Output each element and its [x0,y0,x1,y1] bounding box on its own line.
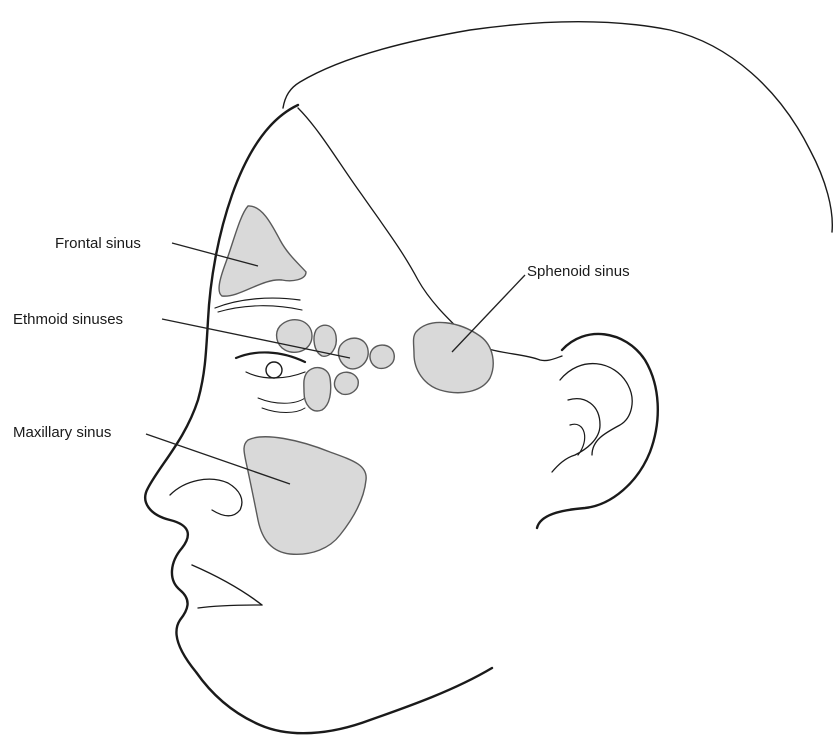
ethmoid-cell-3 [338,338,368,369]
ethmoid-cell-1 [277,320,312,353]
eye-socket-contour [258,398,305,413]
maxillary-sinus-shape [244,437,366,555]
eyebrow [215,298,300,308]
ethmoid-cell-5 [334,372,358,394]
nostril-outline [170,479,242,516]
eye-lower-lid [246,372,305,378]
eye-upper-lid [236,352,305,362]
hairline-contour [298,108,562,361]
sphenoid-leader-line [452,275,525,352]
ethmoid-cell-6 [304,368,331,411]
eye-iris [266,362,282,378]
ethmoid-cell-4 [370,345,394,368]
sphenoid-sinus-label: Sphenoid sinus [527,263,630,280]
eyebrow-lower [218,306,302,312]
ethmoid-sinuses-label: Ethmoid sinuses [13,311,123,328]
ear-tragus [552,399,600,472]
frontal-sinus-label: Frontal sinus [55,235,141,252]
lower-lip [198,605,262,608]
face-profile-outline [145,105,492,733]
maxillary-sinus-label: Maxillary sinus [13,424,111,441]
frontal-sinus-shape [219,206,306,296]
upper-lip [192,565,262,605]
sphenoid-sinus-shape [414,322,494,392]
ear-outline [537,334,658,528]
